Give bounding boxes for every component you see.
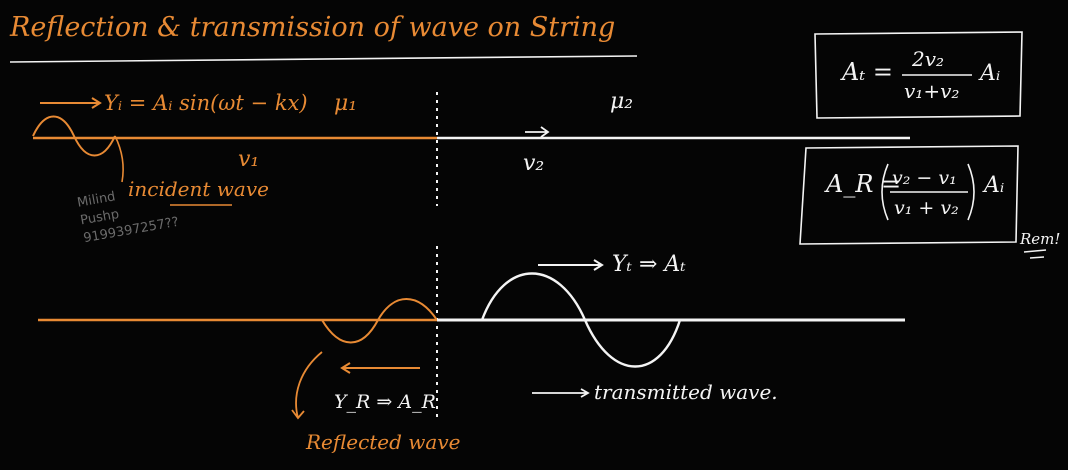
title-underline — [9, 55, 638, 63]
transmitted-symbol: Yₜ ⇒ Aₜ — [612, 252, 686, 277]
formula-ar-rhs: Aᵢ — [982, 173, 1004, 198]
reflected-direction-arrow — [340, 362, 420, 374]
transmitted-wave-pulse — [480, 272, 682, 368]
transmitted-wave-label: transmitted wave. — [594, 380, 778, 404]
remember-note: Rem! — [1019, 230, 1060, 248]
v2-label: v₂ — [523, 151, 544, 176]
formula-at-numerator: 2v₂ — [911, 47, 944, 71]
formula-at-denominator: v₁+v₂ — [904, 79, 959, 103]
incident-label-pointer — [114, 135, 124, 183]
transmitted-label-arrow — [532, 388, 590, 398]
formula-ar-lhs: A_R = — [824, 170, 901, 198]
incident-direction-arrow — [40, 97, 102, 109]
medium-1-label: μ₁ — [334, 91, 357, 116]
incident-wave-label: incident wave — [128, 177, 269, 201]
formula-ar-box — [799, 145, 1019, 245]
watermark-line-2: Pushp — [79, 207, 120, 229]
remember-underline — [1023, 249, 1047, 259]
formula-ar-denominator: v₁ + v₂ — [894, 197, 959, 219]
formula-ar-right-paren — [967, 163, 975, 221]
v2-direction-arrow — [525, 126, 550, 138]
reflected-wave-pulse — [321, 298, 438, 344]
reflected-wave-label: Reflected wave — [305, 430, 460, 454]
formula-at-box — [814, 31, 1023, 119]
transmitted-direction-arrow — [538, 259, 604, 271]
reflected-label-pointer — [291, 351, 323, 420]
formula-ar-left-paren — [881, 163, 889, 221]
page-title: Reflection & transmission of wave on Str… — [9, 12, 615, 43]
v1-label: v₁ — [238, 147, 259, 172]
reflected-symbol: Y_R ⇒ A_R — [334, 391, 436, 413]
medium-2-label: μ₂ — [610, 89, 633, 114]
formula-ar-numerator: v₂ − v₁ — [892, 167, 957, 189]
formula-at-rhs: Aᵢ — [978, 61, 1000, 86]
watermark-line-1: Milind — [76, 189, 117, 210]
incident-wave-pulse — [32, 115, 116, 157]
incident-equation: Yᵢ = Aᵢ sin(ωt − kx) — [104, 91, 308, 115]
formula-at-lhs: Aₜ = — [840, 58, 893, 86]
